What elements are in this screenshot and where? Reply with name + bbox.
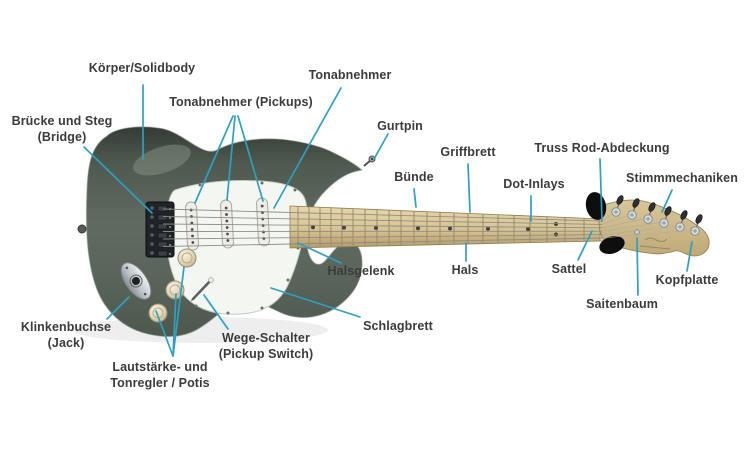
- leader-schlagbrett: [270, 287, 361, 318]
- headstock-logo: [639, 237, 671, 250]
- leader-potis-3: [172, 266, 185, 357]
- strings: [162, 208, 603, 247]
- label-line: Gurtpin: [377, 119, 423, 133]
- label-line: Körper/Solidbody: [88, 61, 196, 75]
- label-line: Dot-Inlays: [503, 177, 565, 191]
- label-line: Bünde: [394, 170, 434, 184]
- leader-lines: [83, 84, 693, 357]
- label-line: (Jack): [47, 335, 85, 350]
- label-tonabnehmer: Tonabnehmer: [309, 68, 392, 84]
- label-line: Hals: [451, 263, 479, 277]
- label-sattel: Sattel: [552, 262, 587, 278]
- label-line: Schlagbrett: [363, 319, 433, 333]
- label-line: (Bridge): [37, 129, 87, 144]
- label-saitenbaum: Saitenbaum: [586, 297, 658, 313]
- label-gurtpin: Gurtpin: [377, 119, 423, 135]
- label-line: Tonregler / Potis: [110, 375, 210, 390]
- label-truss-rod-abdeckung: Truss Rod-Abdeckung: [534, 141, 669, 157]
- leader-sattel: [577, 230, 593, 261]
- leader-klinkenbuchse: [106, 296, 130, 320]
- label-kopfplatte: Kopfplatte: [656, 273, 719, 289]
- leader-pickups-bridge: [237, 115, 264, 202]
- volume-knob: [177, 248, 197, 268]
- label-line: Saitenbaum: [586, 297, 658, 311]
- leader-halsgelenk: [297, 242, 342, 264]
- label-line: Halsgelenk: [327, 264, 395, 278]
- label-wege-schalter: Wege-Schalter (Pickup Switch): [219, 331, 314, 362]
- bridge-pickup: [256, 197, 270, 247]
- label-line: Griffbrett: [440, 145, 496, 159]
- label-tonabnehmer-pickups: Tonabnehmer (Pickups): [169, 95, 313, 111]
- tremolo-bridge: [145, 201, 175, 258]
- leader-bruecke: [83, 146, 153, 214]
- label-koerper-solidbody: Körper/Solidbody: [89, 61, 195, 77]
- leader-wege-schalter: [203, 294, 229, 330]
- label-line: Tonabnehmer (Pickups): [169, 95, 313, 109]
- label-line: Klinkenbuchse: [20, 320, 112, 334]
- label-lautstaerke-tonregler: Lautstärke- und Tonregler / Potis: [110, 360, 209, 391]
- middle-pickup: [220, 199, 234, 249]
- tuning-machines: [611, 195, 703, 236]
- leader-pickups-neck: [194, 115, 234, 204]
- pickup-selector-switch: [187, 277, 214, 305]
- string-tails: [601, 210, 696, 239]
- leader-kopfplatte: [686, 241, 693, 272]
- leader-buende: [413, 188, 417, 208]
- leader-gurtpin: [373, 133, 389, 160]
- strap-button-lower: [77, 224, 87, 234]
- label-line: Kopfplatte: [655, 273, 719, 287]
- label-buende: Bünde: [394, 170, 433, 186]
- label-line: Stimmmechaniken: [626, 171, 738, 185]
- leader-griffbrett: [467, 163, 471, 213]
- label-line: Wege-Schalter: [222, 331, 310, 345]
- leader-pickups-middle: [226, 115, 236, 201]
- label-line: Brücke und Steg: [11, 114, 113, 128]
- jack-plate: [120, 262, 152, 300]
- label-line: (Pickup Switch): [218, 346, 314, 361]
- strap-pin-upper: [363, 155, 376, 167]
- label-stimmmechaniken: Stimmmechaniken: [626, 171, 738, 187]
- leader-potis-1: [155, 310, 174, 357]
- label-hals: Hals: [452, 263, 479, 279]
- label-line: Sattel: [551, 262, 587, 276]
- neck-pickup: [185, 201, 199, 251]
- label-griffbrett: Griffbrett: [440, 145, 495, 161]
- leader-saitenbaum: [636, 237, 639, 296]
- label-klinkenbuchse-jack: Klinkenbuchse (Jack): [21, 320, 111, 351]
- label-line: Lautstärke- und: [112, 360, 208, 374]
- headstock: [598, 199, 710, 257]
- tone-knob-2: [148, 303, 168, 323]
- label-bruecke-steg: Brücke und Steg (Bridge): [12, 114, 113, 145]
- leader-tonabnehmer: [273, 87, 342, 209]
- label-dot-inlays: Dot-Inlays: [503, 177, 564, 193]
- leader-stimmmechaniken: [661, 189, 673, 213]
- label-line: Tonabnehmer: [308, 68, 392, 82]
- label-line: Truss Rod-Abdeckung: [534, 141, 670, 155]
- leader-truss-rod: [599, 158, 603, 222]
- label-schlagbrett: Schlagbrett: [363, 319, 433, 335]
- tone-knob-1: [165, 280, 185, 300]
- body-sheen: [133, 144, 191, 176]
- label-halsgelenk: Halsgelenk: [327, 264, 394, 280]
